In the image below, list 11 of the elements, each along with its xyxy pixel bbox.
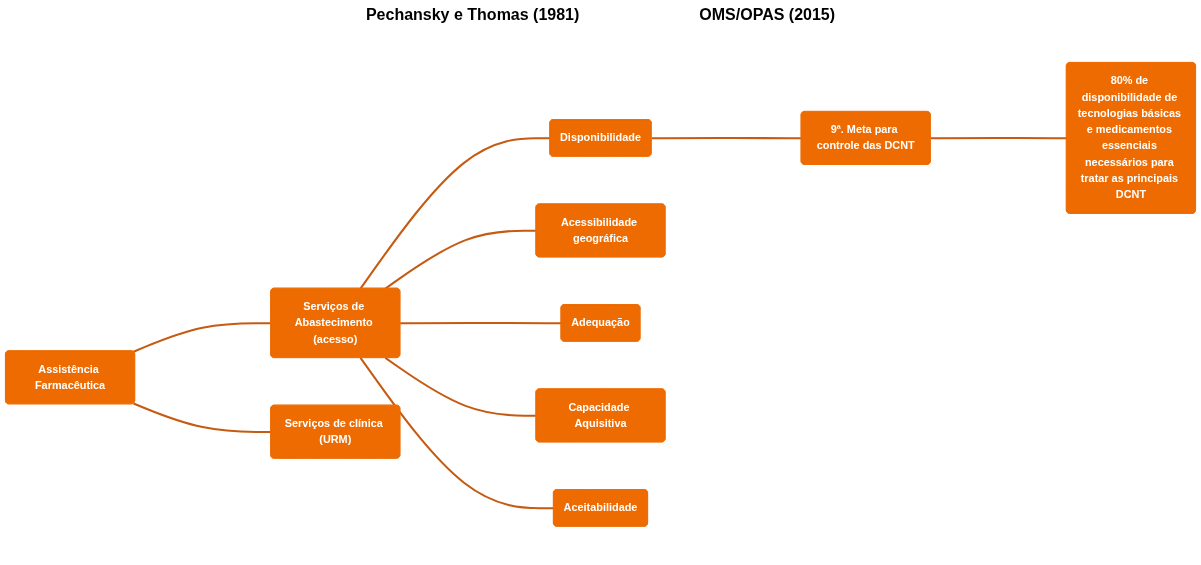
connector	[359, 357, 554, 510]
connector	[384, 357, 537, 417]
connector	[400, 322, 562, 325]
connector	[651, 137, 802, 140]
connector	[133, 402, 272, 434]
connector	[133, 322, 272, 353]
connector	[384, 229, 537, 290]
connector	[359, 137, 551, 290]
column-heading: OMS/OPAS (2015)	[699, 6, 836, 24]
column-heading: Pechansky e Thomas (1981)	[365, 6, 580, 24]
connector	[930, 137, 1067, 140]
